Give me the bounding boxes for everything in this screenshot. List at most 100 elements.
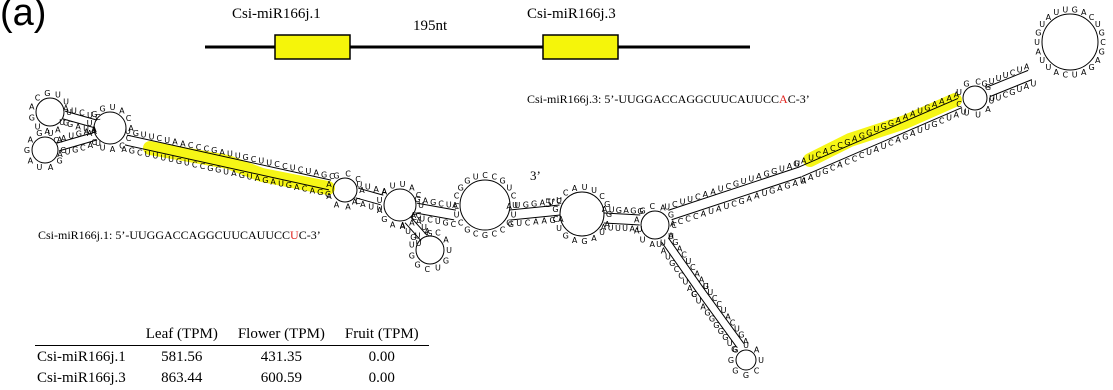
nucleotide-glyph: U [917, 126, 923, 135]
nucleotide-glyph: C [731, 199, 737, 208]
nucleotide-glyph: G [704, 309, 710, 318]
nucleotide-glyph: C [416, 191, 422, 200]
nucleotide-glyph: G [668, 211, 674, 220]
nucleotide-glyph: G [859, 132, 865, 141]
nucleotide-glyph: G [410, 233, 416, 242]
nucleotide-glyph: G [414, 195, 420, 204]
nucleotide-glyph: C [556, 197, 562, 206]
nucleotide-glyph: G [1099, 29, 1105, 38]
nucleotide-glyph: C [95, 113, 101, 122]
table-cell: 0.00 [368, 349, 395, 365]
nucleotide-glyph: C [92, 138, 98, 147]
nucleotide-glyph: G [669, 259, 675, 268]
nucleotide-glyph: G [133, 129, 139, 138]
nucleotide-glyph: A [725, 312, 731, 321]
variant-nucleotide-mir166j3: A [779, 92, 788, 106]
nucleotide-glyph: C [678, 271, 684, 280]
nucleotide-glyph: C [119, 141, 125, 150]
nucleotide-glyph: U [454, 210, 460, 219]
nucleotide-glyph: A [954, 91, 960, 100]
nucleotide-glyph: A [787, 162, 793, 171]
nucleotide-glyph: A [540, 199, 546, 208]
nucleotide-glyph: C [126, 134, 132, 143]
nucleotide-glyph: U [506, 183, 512, 192]
nucleotide-glyph: G [215, 166, 221, 175]
nucleotide-glyph: C [137, 148, 143, 157]
nucleotide-glyph: C [500, 225, 506, 234]
stem-strand [64, 110, 98, 121]
nucleotide-glyph: G [99, 104, 105, 113]
nucleotide-glyph: A [604, 220, 610, 229]
highlight-mir166j1 [143, 141, 335, 195]
table-row-name: Csi-miR166j.3 [37, 370, 126, 386]
nucleotide-glyph: A [416, 217, 422, 226]
nucleotide-glyph: C [695, 192, 701, 201]
nucleotide-glyph: C [693, 212, 699, 221]
nucleotide-glyph: G [563, 232, 569, 241]
nucleotide-glyph: A [910, 110, 916, 119]
nucleotide-glyph: A [801, 157, 807, 166]
nucleotide-glyph: C [298, 165, 304, 174]
nucleotide-glyph: U [278, 179, 284, 188]
nucleotide-glyph: U [65, 148, 71, 157]
nucleotide-glyph: G [793, 160, 799, 169]
nucleotide-glyph: C [672, 200, 678, 209]
stem-strand [358, 187, 384, 196]
nucleotide-glyph: A [231, 169, 237, 178]
nucleotide-glyph: C [454, 202, 460, 211]
nucleotide-glyph: A [650, 240, 656, 249]
nucleotide-glyph: C [204, 145, 210, 154]
nucleotide-glyph: U [615, 224, 621, 233]
nucleotide-glyph: A [602, 205, 608, 214]
five-prime-end-label: 5’ [545, 195, 556, 210]
nucleotide-glyph: A [63, 104, 69, 113]
nucleotide-glyph: C [691, 290, 697, 299]
nucleotide-glyph: G [442, 219, 448, 228]
nucleotide-glyph: G [866, 128, 872, 137]
nucleotide-glyph: U [680, 197, 686, 206]
nucleotide-glyph: G [581, 237, 587, 246]
nucleotide-glyph: G [464, 177, 470, 186]
nucleotide-glyph: U [995, 94, 1001, 103]
nucleotide-glyph: G [902, 132, 908, 141]
stem-strand [603, 222, 640, 226]
nucleotide-glyph: A [359, 186, 365, 195]
nucleotide-glyph: A [334, 201, 340, 210]
nucleotide-glyph: G [1009, 88, 1015, 97]
nucleotide-glyph: A [716, 204, 722, 213]
nucleotide-glyph: A [443, 236, 449, 245]
nucleotide-glyph: G [333, 171, 339, 180]
stem-strand [404, 222, 422, 241]
nucleotide-glyph: A [601, 223, 607, 232]
nucleotide-glyph: C [35, 94, 41, 103]
nucleotide-glyph: C [975, 77, 981, 86]
nucleotide-glyph: A [119, 107, 125, 116]
nucleotide-glyph: U [168, 155, 174, 164]
stem-strand [661, 242, 698, 293]
nucleotide-glyph: A [1095, 56, 1101, 65]
nucleotide-glyph: A [219, 148, 225, 157]
nucleotide-glyph: U [435, 217, 441, 226]
nucleotide-glyph: G [731, 345, 737, 354]
nucleotide-glyph: U [149, 132, 155, 141]
stem-strand [62, 118, 96, 129]
nucleotide-glyph: A [700, 303, 706, 312]
nucleotide-glyph: C [690, 263, 696, 272]
stem-strand [416, 202, 456, 211]
nucleotide-glyph: G [523, 200, 529, 209]
nucleotide-glyph: G [499, 177, 505, 186]
nucleotide-glyph: A [852, 135, 858, 144]
nucleotide-glyph: A [699, 276, 705, 285]
nucleotide-glyph: G [738, 331, 744, 340]
nucleotide-glyph: G [29, 113, 35, 122]
nucleotide-glyph: U [696, 296, 702, 305]
nucleotide-glyph: U [1016, 85, 1022, 94]
nucleotide-glyph: C [200, 162, 206, 171]
nucleotide-glyph: G [769, 187, 775, 196]
expression-table: Leaf (TPM) Flower (TPM) Fruit (TPM) Csi-… [35, 322, 429, 388]
nucleotide-glyph: C [563, 189, 569, 198]
nucleotide-glyph: G [639, 207, 645, 216]
nucleotide-glyph: C [157, 134, 163, 143]
nucleotide-glyph: C [473, 230, 479, 239]
